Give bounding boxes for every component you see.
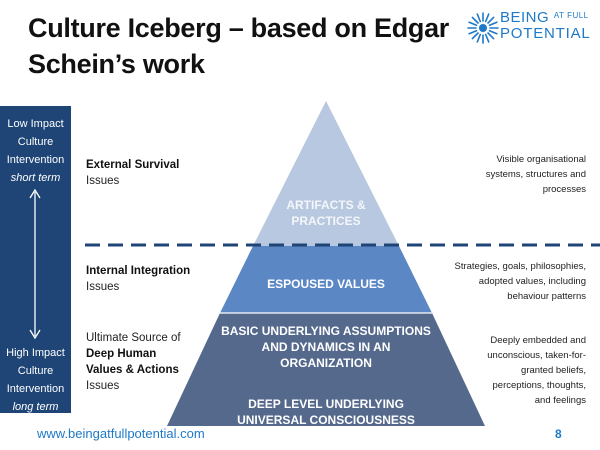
title-line-2: Schein’s work (28, 49, 205, 79)
deep-level-label: DEEP LEVEL UNDERLYING UNIVERSAL CONSCIOU… (237, 397, 415, 427)
artifacts-label: ARTIFACTS & PRACTICES (286, 198, 366, 228)
espoused-values-tier (220, 246, 432, 313)
external-survival-label: External Survival Issues (86, 159, 180, 187)
high-impact-label: High Impact Culture Intervention long te… (6, 347, 65, 413)
internal-integration-label: Internal Integration Issues (86, 265, 191, 293)
assumptions-label: BASIC UNDERLYING ASSUMPTIONS AND DYNAMIC… (221, 324, 431, 370)
logo-text-potential: POTENTIAL (500, 25, 591, 42)
visible-systems-description: Visible organisational systems, structur… (485, 154, 586, 195)
espoused-values-label: ESPOUSED VALUES (267, 277, 385, 291)
strategies-description: Strategies, goals, philosophies, adopted… (454, 261, 587, 302)
double-arrow-icon (29, 188, 41, 340)
ultimate-source-label: Ultimate Source of Deep Human Values & A… (86, 332, 181, 392)
page-number: 8 (555, 427, 562, 441)
impact-panel: Low Impact Culture Intervention short te… (0, 106, 71, 413)
logo-text-being: BEING AT FULL (500, 9, 589, 26)
assumptions-tier (167, 313, 485, 426)
title-line-1: Culture Iceberg – based on Edgar (28, 13, 450, 43)
low-impact-label: Low Impact Culture Intervention short te… (6, 118, 65, 184)
sunburst-icon (467, 12, 499, 44)
deeply-embedded-description: Deeply embedded and unconscious, taken-f… (487, 335, 586, 406)
website-link[interactable]: www.beingatfullpotential.com (37, 426, 205, 441)
artifacts-tier (253, 101, 399, 246)
slide-title: Culture Iceberg – based on Edgar Schein’… (28, 10, 458, 82)
